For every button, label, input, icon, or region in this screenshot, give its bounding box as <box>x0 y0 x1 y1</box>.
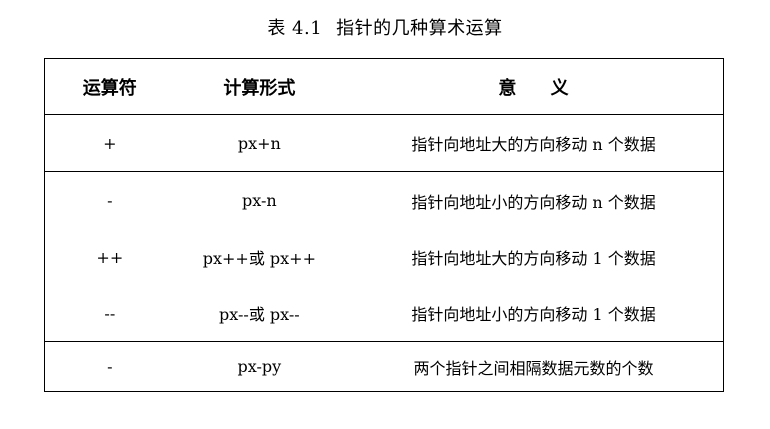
pointer-arithmetic-table: 运算符 计算形式 意 义 + px+n 指针向地址大的方向移动 n 个数据 - … <box>44 58 724 392</box>
cell-meaning: 两个指针之间相隔数据元数的个数 <box>413 358 654 378</box>
cell-form: px--或 px-- <box>219 305 300 324</box>
cell-form: px-py <box>237 357 282 376</box>
header-operator: 运算符 <box>82 77 137 99</box>
cell-meaning: 指针向地址小的方向移动 n 个数据 <box>411 192 656 212</box>
cell-operator: - <box>107 357 113 376</box>
table-caption: 表 4.1 指针的几种算术运算 <box>0 14 770 40</box>
table-row: -- px--或 px-- 指针向地址小的方向移动 1 个数据 <box>45 285 723 341</box>
cell-meaning: 指针向地址大的方向移动 n 个数据 <box>411 135 656 154</box>
header-meaning: 意 义 <box>498 77 583 99</box>
table-row: + px+n 指针向地址大的方向移动 n 个数据 <box>45 115 723 171</box>
cell-form: px+n <box>237 133 281 153</box>
cell-meaning: 指针向地址小的方向移动 1 个数据 <box>411 305 656 324</box>
table-row: - px-n 指针向地址小的方向移动 n 个数据 <box>45 171 723 229</box>
table-header-row: 运算符 计算形式 意 义 <box>45 59 723 115</box>
cell-operator: -- <box>104 303 116 323</box>
cell-form: px++或 px++ <box>202 249 316 268</box>
cell-operator: - <box>107 191 113 210</box>
cell-form: px-n <box>242 191 277 210</box>
cell-operator: + <box>103 133 117 153</box>
table-number: 表 4.1 <box>267 18 323 39</box>
cell-meaning: 指针向地址大的方向移动 1 个数据 <box>411 249 656 268</box>
table-row: - px-py 两个指针之间相隔数据元数的个数 <box>45 341 723 391</box>
table-row: ++ px++或 px++ 指针向地址大的方向移动 1 个数据 <box>45 229 723 285</box>
table-title: 指针的几种算术运算 <box>336 18 503 39</box>
cell-operator: ++ <box>96 247 124 267</box>
header-form: 计算形式 <box>223 77 296 99</box>
